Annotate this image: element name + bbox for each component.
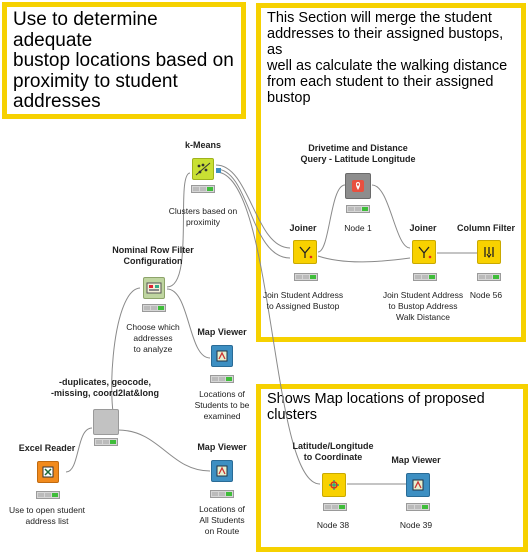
node-description: Node 38	[316, 520, 350, 530]
connection-filter-to-kmeans[interactable]	[166, 172, 191, 288]
status-traffic-light	[36, 491, 60, 499]
status-traffic-light	[346, 205, 370, 213]
status-traffic-light	[142, 304, 166, 312]
node-description: Choose which addresses to analyze	[126, 322, 180, 355]
connection-dedup-to-filter[interactable]	[111, 287, 141, 428]
column-filter-icon	[477, 240, 501, 264]
node-description: Join Student Address to Bustop Address W…	[382, 290, 464, 323]
node-description: Node 1	[344, 223, 372, 233]
status-traffic-light	[210, 490, 234, 498]
joiner-icon	[412, 240, 436, 264]
status-traffic-light	[191, 185, 215, 193]
annotation-bustop-locations[interactable]: Use to determine adequate bustop locatio…	[2, 2, 246, 119]
status-traffic-light	[477, 273, 501, 281]
node-title: Column Filter	[457, 223, 515, 233]
node-description: Locations of Students to be examined	[194, 389, 250, 422]
node-title: Map Viewer	[197, 327, 247, 337]
annotation-text: Shows Map locations of proposed clusters	[267, 391, 485, 423]
status-traffic-light	[210, 375, 234, 383]
node-title: -duplicates, geocode, -missing, coord2la…	[50, 377, 159, 399]
map-icon	[211, 345, 233, 367]
output-port[interactable]	[216, 168, 221, 173]
node-description: Node 39	[399, 520, 433, 530]
kmeans-icon	[192, 158, 214, 180]
node-description: Locations of All Students on Route	[199, 504, 245, 537]
status-traffic-light	[406, 503, 430, 511]
node-description: Node 56	[469, 290, 503, 300]
metanode-icon	[93, 409, 119, 435]
node-description: Clusters based on proximity	[168, 206, 238, 228]
status-traffic-light	[94, 438, 118, 446]
coordinate-icon	[322, 473, 346, 497]
node-description: Join Student Address to Assigned Bustop	[262, 290, 344, 312]
query-icon	[345, 173, 371, 199]
node-title: Joiner	[289, 223, 317, 233]
node-title: Map Viewer	[391, 455, 441, 465]
component-icon	[143, 277, 165, 299]
status-traffic-light	[323, 503, 347, 511]
node-title: Excel Reader	[18, 443, 76, 453]
node-description: Use to open student address list	[8, 505, 86, 527]
annotation-text: Use to determine adequate bustop locatio…	[13, 9, 234, 113]
node-title: Joiner	[409, 223, 437, 233]
map-icon	[211, 460, 233, 482]
excel-icon	[37, 461, 59, 483]
status-traffic-light	[413, 273, 437, 281]
joiner-icon	[293, 240, 317, 264]
node-title: k-Means	[184, 140, 221, 150]
status-traffic-light	[294, 273, 318, 281]
node-title: Map Viewer	[197, 442, 247, 452]
annotation-text: This Section will merge the student addr…	[267, 10, 508, 106]
node-title: Nominal Row Filter Configuration	[112, 245, 194, 267]
node-title: Drivetime and Distance Query - Latitude …	[300, 143, 416, 165]
node-title: Latitude/Longitude to Coordinate	[292, 441, 374, 463]
map-icon	[406, 473, 430, 497]
